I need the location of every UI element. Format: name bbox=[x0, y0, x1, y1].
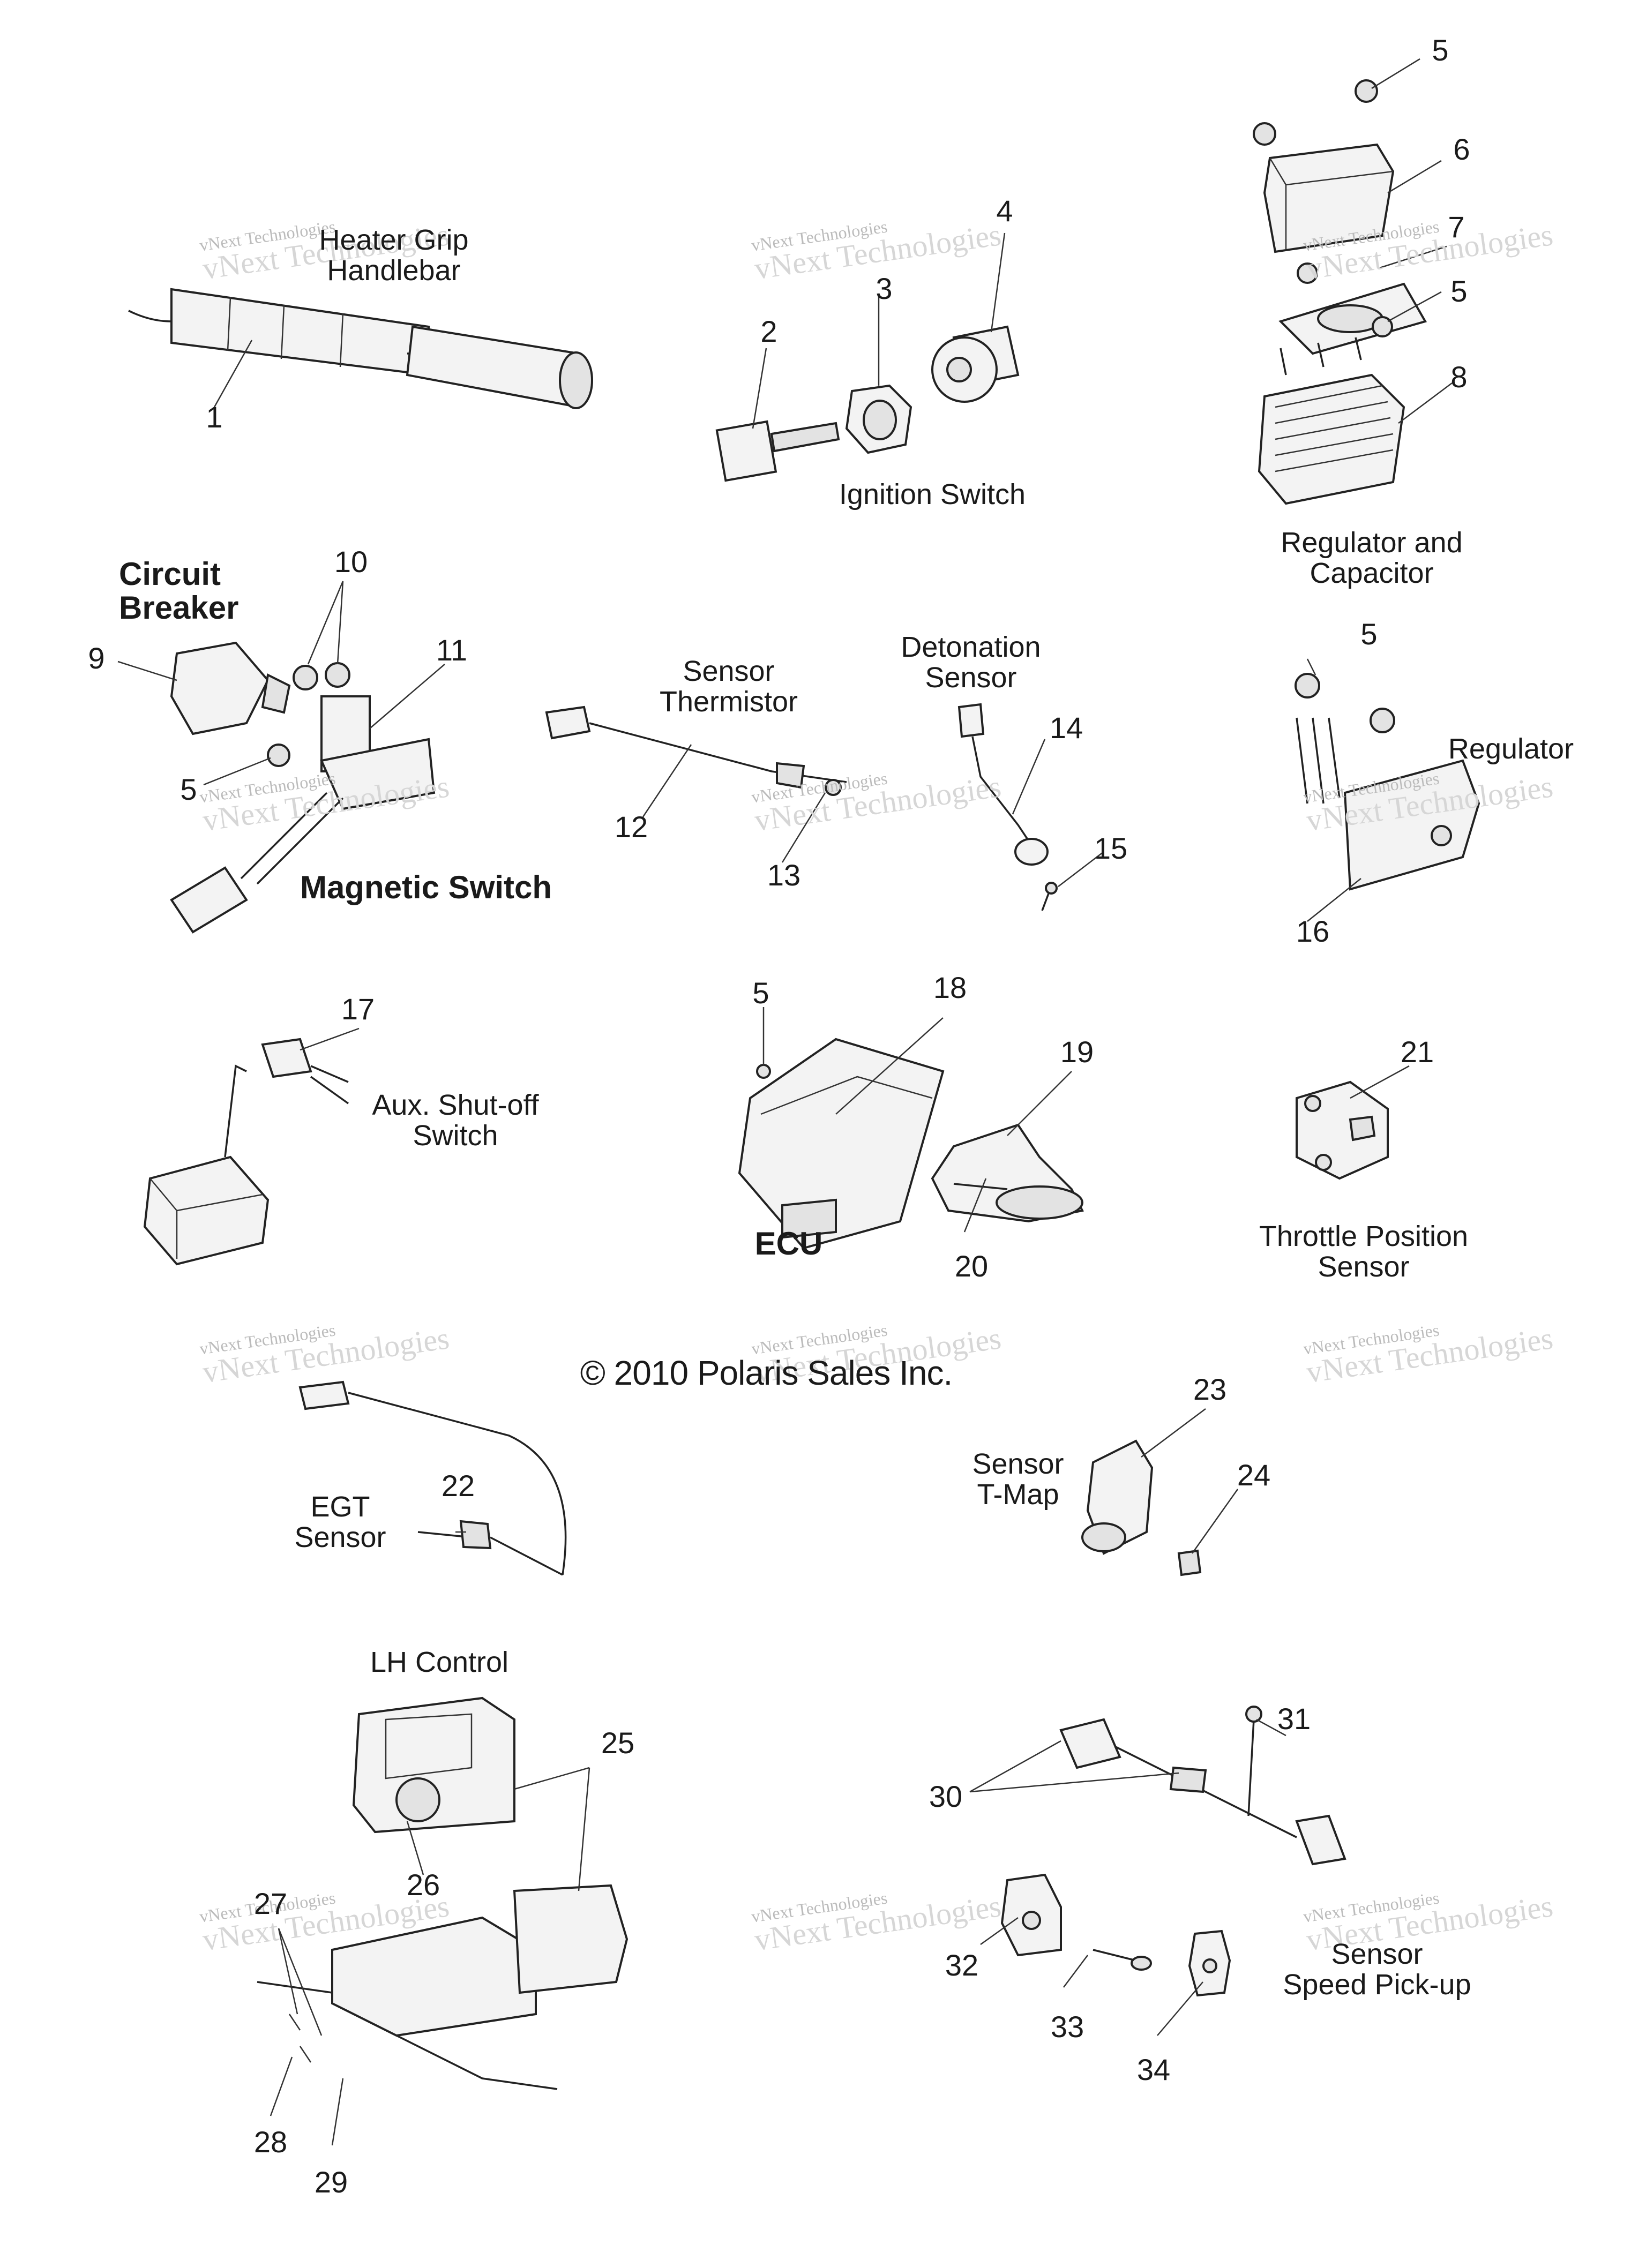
callout-10: 10 bbox=[334, 545, 368, 579]
callout-7: 7 bbox=[1448, 210, 1465, 244]
callout-5-d: 5 bbox=[1360, 617, 1378, 651]
callout-14: 14 bbox=[1049, 711, 1083, 745]
callout-20: 20 bbox=[954, 1249, 989, 1283]
speed-pickup-sensor-part bbox=[1059, 1706, 1346, 1866]
regulator-heatsink-part bbox=[1258, 337, 1405, 505]
sensor-thermistor-part bbox=[545, 705, 847, 796]
callout-30: 30 bbox=[929, 1779, 963, 1813]
lh-control-lever-part bbox=[257, 1884, 629, 2090]
egt-sensor-part bbox=[298, 1380, 567, 1576]
callout-19: 19 bbox=[1060, 1035, 1094, 1069]
caption-sensor-thermistor: Sensor Thermistor bbox=[659, 655, 798, 718]
callout-8: 8 bbox=[1450, 360, 1468, 394]
caption-circuit-breaker: Circuit Breaker bbox=[119, 556, 239, 626]
caption-magnetic-switch: Magnetic Switch bbox=[300, 869, 552, 905]
ecu-mount-part bbox=[931, 1123, 1084, 1223]
callout-6: 6 bbox=[1453, 132, 1470, 166]
callout-34: 34 bbox=[1136, 2053, 1171, 2086]
regulator-part bbox=[1295, 673, 1480, 891]
caption-sensor-tmap: Sensor T-Map bbox=[972, 1448, 1064, 1511]
detonation-sensor-part bbox=[957, 703, 1058, 911]
ignition-switch-body-part bbox=[931, 325, 1020, 403]
clip-part-34 bbox=[1188, 1929, 1231, 1997]
callout-11: 11 bbox=[436, 633, 468, 667]
circuit-breaker-part bbox=[170, 641, 291, 735]
caption-speed-pickup: Sensor Speed Pick-up bbox=[1283, 1938, 1471, 2001]
capacitor-part bbox=[1253, 79, 1395, 284]
callout-16: 16 bbox=[1296, 914, 1330, 948]
callout-13: 13 bbox=[767, 858, 801, 892]
lh-control-housing-part bbox=[352, 1696, 515, 1834]
clip-part-32 bbox=[1000, 1873, 1062, 1957]
callout-27: 27 bbox=[253, 1887, 288, 1920]
callout-12: 12 bbox=[614, 810, 648, 844]
callout-23: 23 bbox=[1193, 1372, 1227, 1406]
aux-shutoff-switch-part bbox=[143, 1038, 349, 1266]
callout-26: 26 bbox=[406, 1868, 440, 1902]
caption-aux-shutoff: Aux. Shut-off Switch bbox=[372, 1089, 539, 1152]
caption-heater-grip: Heater Grip Handlebar bbox=[319, 224, 469, 287]
caption-throttle-position: Throttle Position Sensor bbox=[1259, 1220, 1469, 1283]
copyright: © 2010 Polaris Sales Inc. bbox=[580, 1354, 953, 1392]
ignition-nut-part bbox=[845, 384, 912, 454]
caption-detonation-sensor: Detonation Sensor bbox=[901, 631, 1041, 694]
callout-24: 24 bbox=[1237, 1458, 1271, 1492]
caption-regulator: Regulator bbox=[1448, 733, 1574, 765]
callout-2: 2 bbox=[760, 314, 777, 348]
ecu-part bbox=[738, 1038, 945, 1250]
callout-29: 29 bbox=[314, 2165, 348, 2199]
callout-33: 33 bbox=[1050, 2010, 1084, 2044]
callout-21: 21 bbox=[1400, 1035, 1434, 1069]
callout-3: 3 bbox=[876, 272, 893, 305]
callout-18: 18 bbox=[933, 971, 967, 1004]
callout-17: 17 bbox=[341, 992, 375, 1026]
tmap-sensor-part bbox=[1081, 1439, 1202, 1576]
callout-32: 32 bbox=[945, 1948, 979, 1982]
callout-25: 25 bbox=[601, 1726, 635, 1760]
callout-5-c: 5 bbox=[180, 772, 197, 806]
callout-5-e: 5 bbox=[752, 976, 769, 1010]
heater-grip-part bbox=[128, 288, 593, 409]
callout-31: 31 bbox=[1277, 1702, 1311, 1736]
caption-ignition-switch: Ignition Switch bbox=[839, 478, 1026, 510]
callout-9: 9 bbox=[88, 641, 105, 675]
callout-5-a: 5 bbox=[1432, 33, 1449, 67]
ignition-key-part bbox=[715, 420, 840, 482]
caption-regulator-capacitor: Regulator and Capacitor bbox=[1281, 527, 1463, 589]
caption-ecu: ECU bbox=[754, 1226, 823, 1261]
throttle-position-sensor-part bbox=[1296, 1080, 1389, 1180]
caption-lh-control: LH Control bbox=[370, 1646, 509, 1678]
leader-lines bbox=[117, 58, 1453, 2146]
callout-4: 4 bbox=[996, 194, 1013, 228]
rivet-part-33 bbox=[1093, 1949, 1152, 1971]
regulator-bracket-part bbox=[1278, 282, 1427, 355]
magnetic-switch-part bbox=[170, 662, 436, 934]
callout-1: 1 bbox=[206, 400, 223, 434]
callout-22: 22 bbox=[441, 1469, 475, 1503]
callout-28: 28 bbox=[253, 2125, 288, 2159]
callout-5-b: 5 bbox=[1450, 274, 1468, 308]
caption-egt-sensor: EGT Sensor bbox=[294, 1491, 386, 1553]
callout-15: 15 bbox=[1094, 831, 1128, 865]
